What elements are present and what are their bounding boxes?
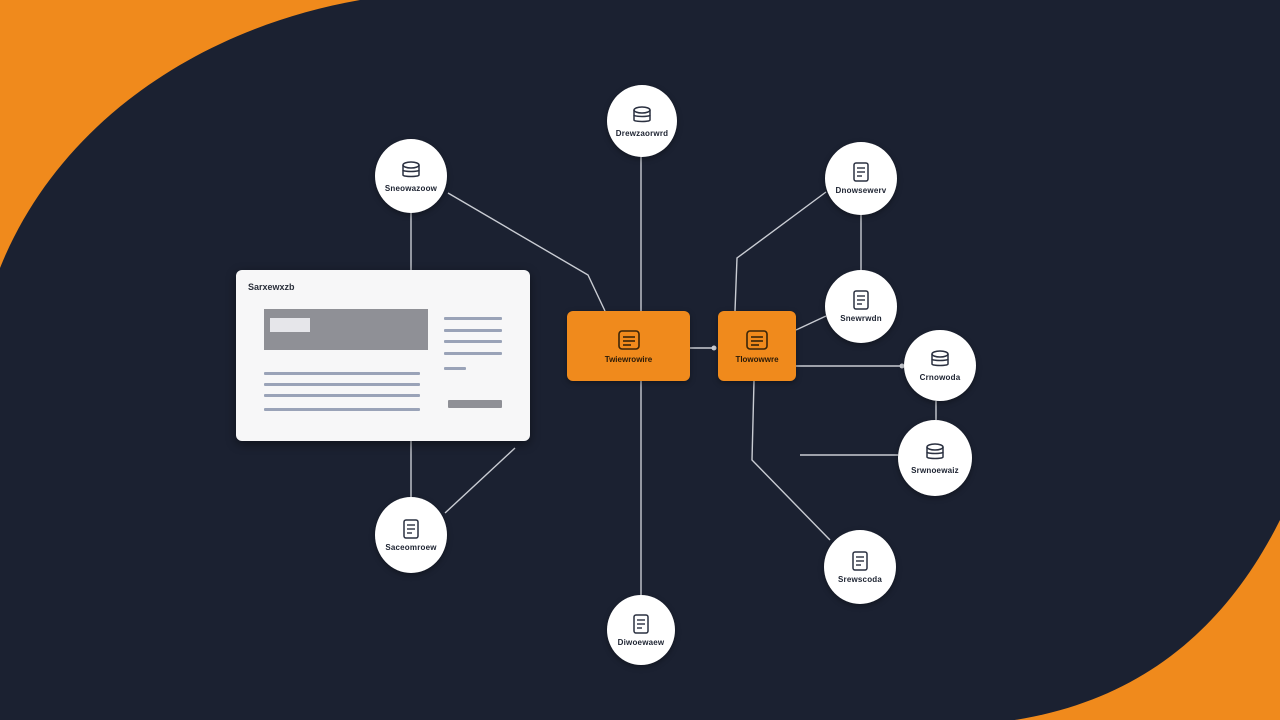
card-image-placeholder xyxy=(264,309,428,350)
card-image-highlight xyxy=(270,318,310,332)
edge-upper-left-to-hub xyxy=(447,192,606,312)
card-line xyxy=(264,408,420,411)
node-label: Crnowoda xyxy=(919,373,961,382)
node-upper-left[interactable]: Sneowazoow xyxy=(375,139,447,213)
card-line xyxy=(264,372,420,375)
node-label: Srewscoda xyxy=(837,574,883,584)
card-line xyxy=(264,394,420,397)
card-line xyxy=(444,340,502,343)
edge-hub-to-right-1 xyxy=(734,191,827,312)
database-icon xyxy=(931,350,949,367)
hub-left-label: Twiewrowire xyxy=(604,354,653,364)
card-action-button[interactable] xyxy=(448,400,502,408)
node-top-center[interactable]: Drewzaorwrd xyxy=(607,85,677,157)
document-icon xyxy=(853,290,869,310)
node-label: Saceomroew xyxy=(385,542,437,552)
edge-hub-to-right-2 xyxy=(795,315,827,331)
node-label: Srwnoewaiz xyxy=(911,465,959,475)
node-label: Diwoewaew xyxy=(617,637,665,647)
hub-left[interactable]: Twiewrowire xyxy=(567,311,690,381)
document-icon xyxy=(853,162,869,182)
node-label: Dnowsewerv xyxy=(835,186,887,195)
document-icon xyxy=(403,518,419,539)
node-bottom-center[interactable]: Diwoewaew xyxy=(607,595,675,665)
edge-group xyxy=(410,156,937,595)
card-line xyxy=(444,367,466,370)
document-icon xyxy=(852,550,868,571)
edge-hub-to-right-5 xyxy=(751,380,831,541)
dashboard-card[interactable]: Sarxewxzb xyxy=(236,270,530,441)
arrow-dot-right-3 xyxy=(899,363,905,369)
node-right-2[interactable]: Snewrwdn xyxy=(825,270,897,343)
node-lower-left[interactable]: Saceomroew xyxy=(375,497,447,573)
card-title: Sarxewxzb xyxy=(248,282,295,292)
server-icon xyxy=(746,329,768,350)
server-icon xyxy=(617,329,640,350)
card-line xyxy=(264,383,420,386)
node-right-3[interactable]: Crnowoda xyxy=(904,330,976,401)
node-right-5[interactable]: Srewscoda xyxy=(824,530,896,604)
hub-right[interactable]: Tlowowwre xyxy=(718,311,796,381)
arrow-dot-hub xyxy=(711,345,717,351)
document-icon xyxy=(633,613,649,634)
node-right-4[interactable]: Srwnoewaiz xyxy=(898,420,972,496)
hub-right-label: Tlowowwre xyxy=(735,354,779,364)
edge-lower-left-diagonal xyxy=(444,447,516,514)
node-right-1[interactable]: Dnowsewerv xyxy=(825,142,897,215)
node-label: Drewzaorwrd xyxy=(615,128,669,138)
database-icon xyxy=(402,160,420,177)
database-icon xyxy=(633,105,651,122)
node-label: Sneowazoow xyxy=(384,183,438,193)
card-line xyxy=(444,352,502,355)
node-label: Snewrwdn xyxy=(840,314,882,323)
card-line xyxy=(444,329,502,332)
card-line xyxy=(444,317,502,320)
database-icon xyxy=(926,442,944,459)
